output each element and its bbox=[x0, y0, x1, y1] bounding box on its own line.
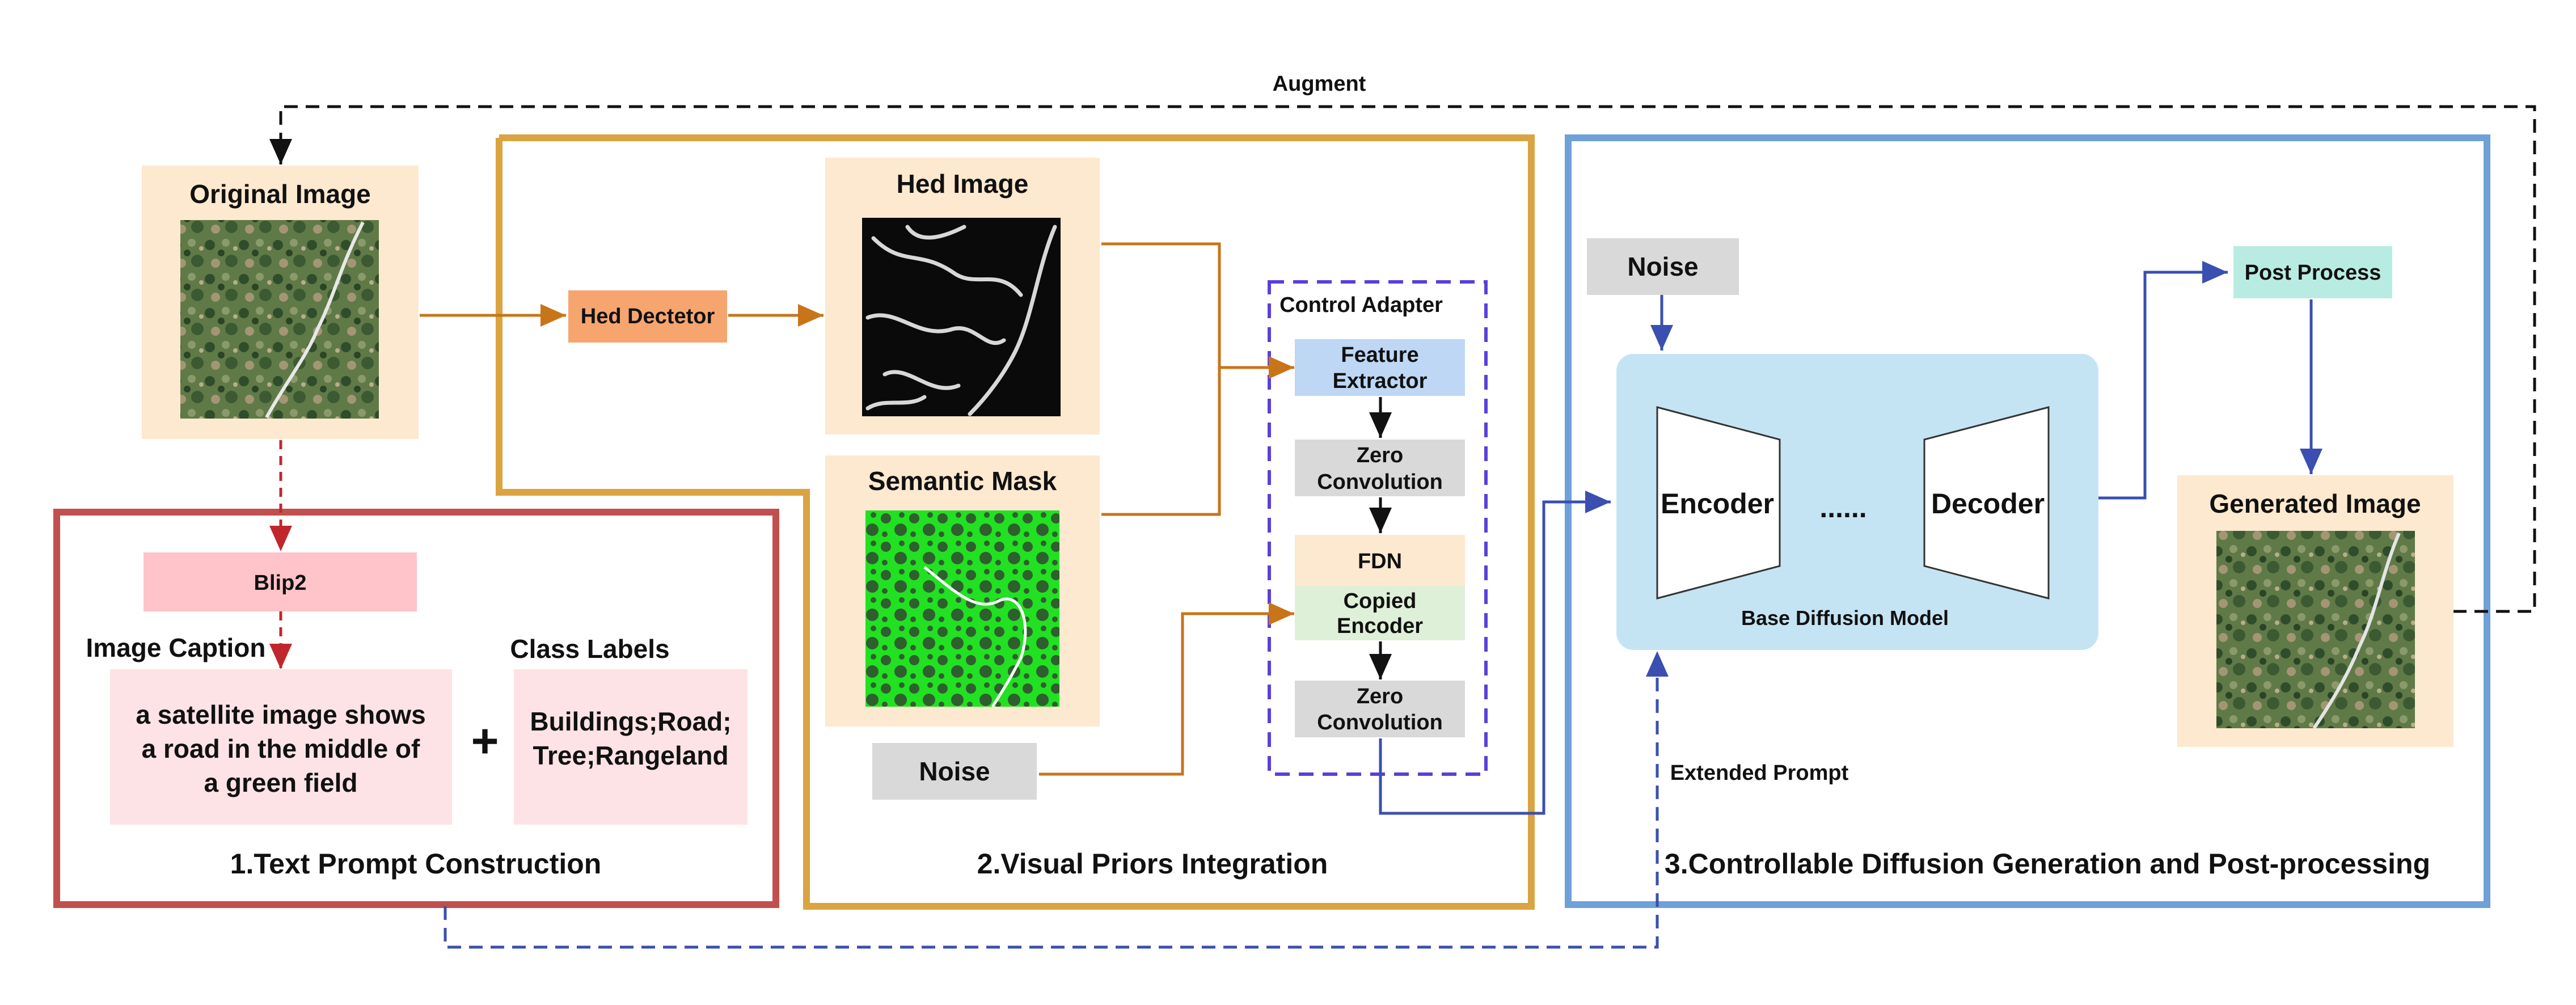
base-diffusion-label: Base Diffusion Model bbox=[1741, 606, 1949, 630]
section-2-title: 2.Visual Priors Integration bbox=[977, 848, 1328, 880]
original-satellite-image bbox=[180, 220, 379, 419]
augment-label: Augment bbox=[1273, 72, 1366, 96]
hed-edge-strokes bbox=[865, 225, 1057, 416]
original-image-title: Original Image bbox=[189, 179, 371, 209]
semantic-mask-title: Semantic Mask bbox=[868, 466, 1057, 496]
section-3-frame bbox=[1565, 134, 2490, 908]
zero-conv-1-box bbox=[1295, 440, 1465, 496]
edge-zero2-to-diffusion bbox=[1379, 491, 1611, 815]
control-adapter-frame bbox=[1268, 280, 1488, 776]
post-process-label: Post Process bbox=[2245, 261, 2381, 285]
control-adapter-title: Control Adapter bbox=[1279, 293, 1443, 317]
feature-extractor-line-1: Feature bbox=[1341, 343, 1418, 367]
noise-left-box bbox=[872, 743, 1037, 800]
hed-image-title: Hed Image bbox=[897, 169, 1029, 199]
section-3-title: 3.Controllable Diffusion Generation and … bbox=[1665, 848, 2430, 880]
plus-sign: + bbox=[471, 714, 499, 767]
caption-line-3: a green field bbox=[204, 768, 358, 797]
zero-conv-2-box bbox=[1295, 681, 1465, 737]
dots-label: ...... bbox=[1819, 492, 1866, 523]
generated-satellite-image bbox=[2216, 531, 2415, 728]
zero-conv-1-line-1: Zero bbox=[1357, 444, 1403, 467]
post-process-box bbox=[2233, 246, 2392, 298]
section-2-frame bbox=[496, 134, 1535, 910]
class-labels-box bbox=[514, 669, 748, 825]
generated-image-title: Generated Image bbox=[2209, 489, 2421, 518]
image-caption-label: Image Caption bbox=[86, 633, 266, 662]
zero-conv-1-line-2: Convolution bbox=[1317, 470, 1443, 494]
fdn-box bbox=[1295, 535, 1465, 586]
labels-line-1: Buildings;Road; bbox=[530, 707, 731, 736]
caption-box bbox=[110, 669, 452, 825]
mask-road-line bbox=[923, 566, 1027, 708]
edge-augment bbox=[269, 105, 2536, 613]
fdn-label: FDN bbox=[1358, 550, 1402, 573]
noise-left-label: Noise bbox=[919, 757, 990, 786]
labels-line-2: Tree;Rangeland bbox=[533, 741, 728, 770]
edge-noise-to-copied-encoder bbox=[1039, 602, 1294, 776]
edge-mask-to-feature bbox=[1101, 368, 1221, 516]
encoder-trapezoid bbox=[1656, 406, 1781, 599]
extended-prompt-label: Extended Prompt bbox=[1670, 761, 1849, 785]
section-1-frame bbox=[53, 509, 779, 908]
generated-road-line bbox=[2312, 532, 2401, 729]
caption-line-2: a road in the middle of bbox=[142, 734, 420, 763]
feature-extractor-line-2: Extractor bbox=[1333, 369, 1428, 393]
original-road-line bbox=[265, 221, 365, 419]
edge-hed-image-to-feature bbox=[1101, 242, 1294, 379]
noise-right-label: Noise bbox=[1627, 252, 1698, 281]
decoder-trapezoid bbox=[1923, 406, 2050, 599]
feature-extractor-box bbox=[1295, 339, 1465, 396]
copied-encoder-box bbox=[1295, 586, 1465, 640]
copied-encoder-line-1: Copied bbox=[1344, 589, 1417, 613]
decoder-label: Decoder bbox=[1931, 488, 2045, 520]
edge-extended-prompt bbox=[444, 651, 1669, 949]
hed-detector-box bbox=[568, 290, 727, 343]
edge-diffusion-to-post bbox=[2098, 261, 2228, 500]
blip2-label: Blip2 bbox=[254, 571, 307, 595]
noise-right-box bbox=[1587, 238, 1739, 295]
zero-conv-2-line-2: Convolution bbox=[1317, 711, 1443, 734]
section-1-title: 1.Text Prompt Construction bbox=[230, 848, 602, 880]
caption-line-1: a satellite image shows bbox=[136, 700, 425, 729]
copied-encoder-line-2: Encoder bbox=[1337, 614, 1423, 638]
zero-conv-2-line-1: Zero bbox=[1357, 685, 1403, 708]
hed-detector-label: Hed Dectetor bbox=[581, 305, 715, 328]
class-labels-label: Class Labels bbox=[510, 634, 669, 664]
encoder-label: Encoder bbox=[1661, 488, 1774, 520]
blip2-box bbox=[143, 552, 417, 611]
semantic-mask-map bbox=[865, 510, 1059, 707]
